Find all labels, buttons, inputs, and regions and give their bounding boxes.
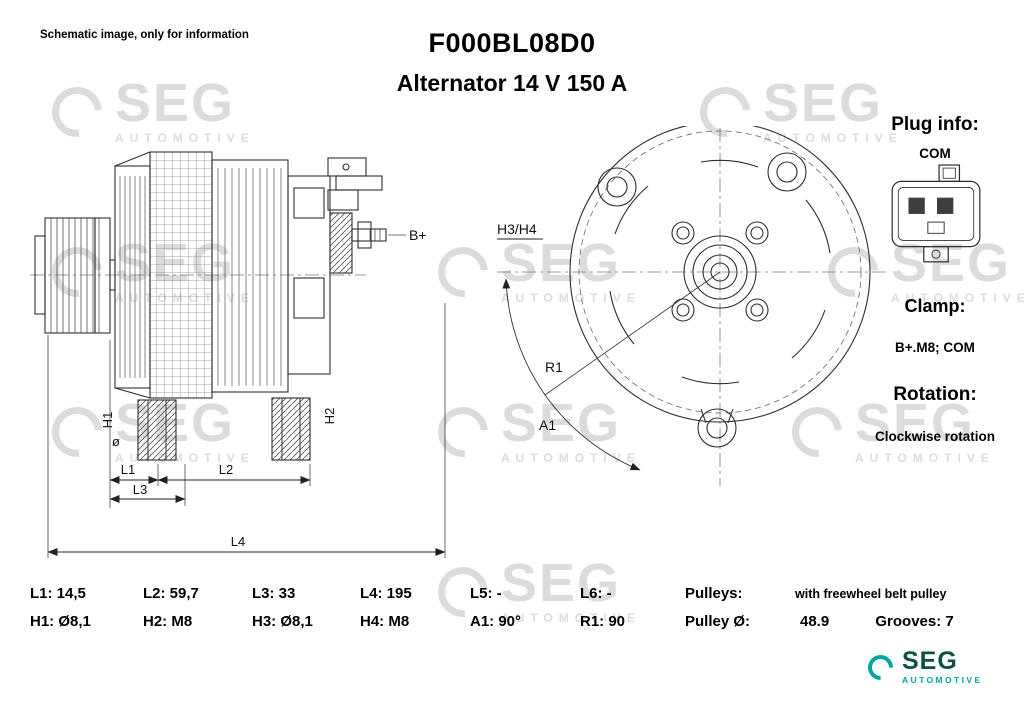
side-view-body [30,151,383,399]
spec-row-threads: H1: Ø8,1 H2: M8 H3: Ø8,1 H4: M8 A1: 90° … [30,608,1020,635]
spec-pulleys-value: with freewheel belt pulley [795,586,947,601]
rotation-value: Clockwise rotation [874,429,996,444]
plug-info-title: Plug info: [891,114,979,135]
mounting-bosses [137,397,311,461]
com-connector-drawing [891,164,981,263]
spec-l6: L6: - [580,585,612,602]
spec-h4: H4: M8 [360,613,410,630]
dimension-lines [47,303,446,558]
seg-logo-sub: AUTOMOTIVE [902,674,983,685]
front-view-body [497,126,890,486]
part-number-title: F000BL08D0 [428,28,596,58]
label-h1: H1 [100,412,115,429]
spec-h3: H3: Ø8,1 [252,613,313,630]
label-b-plus: B+ [409,227,427,243]
label-r1: R1 [545,359,563,375]
watermark-brand: SEG [115,73,236,133]
plug-type-value: COM [919,146,951,161]
spec-l5: L5: - [470,585,502,602]
spec-pulley-diameter-value: 48.9 [800,613,830,630]
spec-l2: L2: 59,7 [143,585,199,602]
spec-l1: L1: 14,5 [30,585,86,602]
rotation-title: Rotation: [893,384,977,405]
seg-logo-brand: SEG [902,647,958,675]
spec-h2: H2: M8 [143,613,193,630]
spec-pulley-diameter-label: Pulley Ø: [685,613,751,630]
disclaimer-text: Schematic image, only for information [40,29,249,41]
seg-ring-icon [862,649,899,686]
label-a1: A1 [539,417,556,433]
clamp-value: B+.M8; COM [895,340,975,355]
spec-row-lengths: L1: 14,5 L2: 59,7 L3: 33 L4: 195 L5: - L… [30,580,1020,607]
alternator-front-view-drawing: H3/H4 R1 A1 [497,126,890,486]
label-l4: L4 [231,534,245,549]
label-h3-h4: H3/H4 [497,221,537,237]
connector-body [891,164,981,263]
spec-grooves: Grooves: 7 [875,613,954,630]
spec-h1: H1: Ø8,1 [30,613,91,630]
angle-annotations [497,238,721,471]
clamp-title: Clamp: [904,296,966,316]
spec-r1: R1: 90 [580,613,626,630]
spec-table: L1: 14,5 L2: 59,7 L3: 33 L4: 195 L5: - L… [30,580,1020,635]
spec-l4: L4: 195 [360,585,412,602]
alternator-side-view-drawing: B+ H1 ø H2 L1 L2 L3 L4 [30,151,446,558]
label-h2: H2 [322,408,337,425]
seg-logo: SEG AUTOMOTIVE [862,647,983,686]
label-l2: L2 [219,462,233,477]
label-l1: L1 [121,462,135,477]
b-plus-terminal [329,212,406,274]
spec-pulleys-label: Pulleys: [685,585,743,602]
label-l3: L3 [133,482,147,497]
spec-l3: L3: 33 [252,585,296,602]
spec-a1: A1: 90° [470,613,522,630]
label-diameter: ø [112,434,120,449]
spec-pulley-diameter-group: 48.9 Grooves: 7 [795,613,1020,630]
product-subtitle: Alternator 14 V 150 A [396,70,628,96]
